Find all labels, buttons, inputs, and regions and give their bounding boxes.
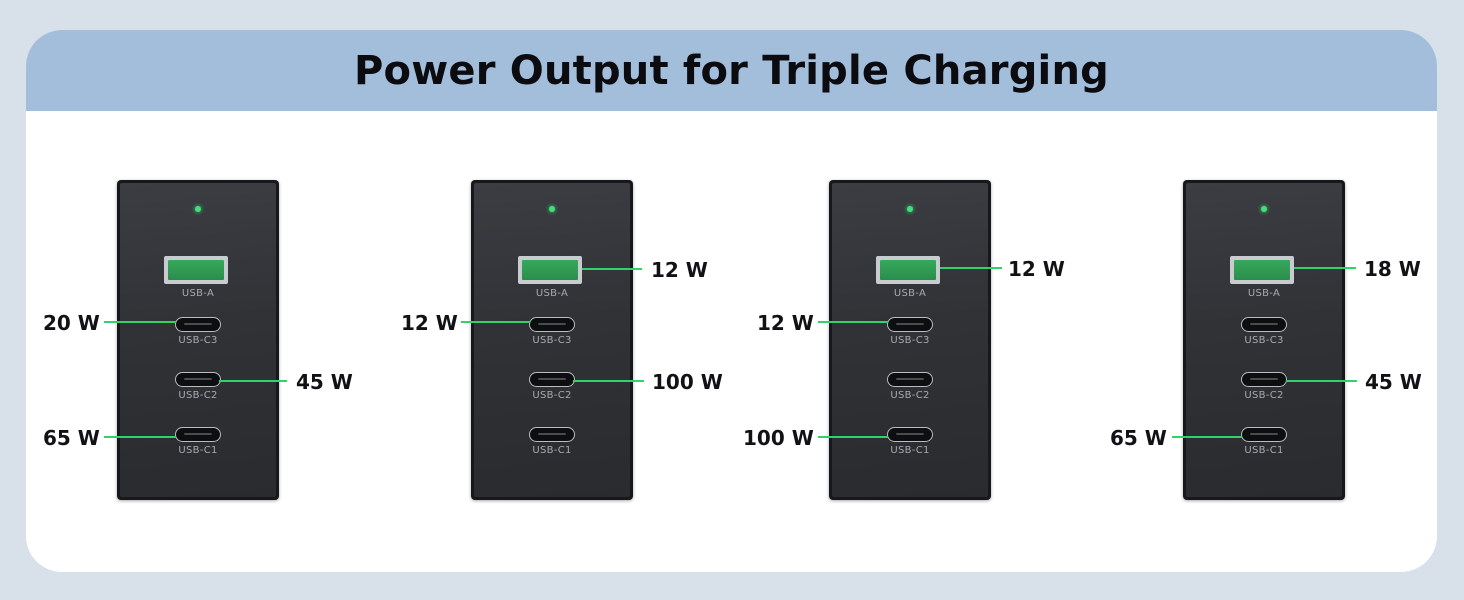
c2-wattage: 100 W [652,370,723,394]
usb-a-port [164,256,228,284]
c3-wattage: 12 W [757,311,814,335]
callout-line [461,321,530,323]
callout-line [573,380,644,382]
c2-wattage: 45 W [1365,370,1422,394]
usba-wattage: 18 W [1364,257,1421,281]
usb-c1-label: USB-C1 [1244,445,1284,456]
callout-line [940,267,1002,269]
usb-c3-port [887,317,933,332]
c1-wattage: 65 W [43,426,100,450]
usb-a-label: USB-A [535,288,569,299]
usb-c3-label: USB-C3 [890,335,930,346]
c1-wattage: 65 W [1110,426,1167,450]
usba-wattage: 12 W [651,258,708,282]
callout-line [582,268,642,270]
header-band: Power Output for Triple Charging [26,30,1437,111]
callout-line [219,380,287,382]
usb-c3-port [529,317,575,332]
status-led-icon [549,206,555,212]
usb-a-port [1230,256,1294,284]
usb-c2-port [175,372,221,387]
usb-c2-label: USB-C2 [1244,390,1284,401]
page-title: Power Output for Triple Charging [354,47,1109,94]
usb-c3-port [175,317,221,332]
callout-line [1172,436,1242,438]
status-led-icon [907,206,913,212]
callout-line [1286,380,1357,382]
usb-c1-label: USB-C1 [890,445,930,456]
status-led-icon [1261,206,1267,212]
callout-line [104,321,176,323]
charger-1: USB-A USB-C3 USB-C2 USB-C1 [117,180,279,500]
usb-a-port [518,256,582,284]
usb-a-port [876,256,940,284]
c3-wattage: 20 W [43,311,100,335]
status-led-icon [195,206,201,212]
callout-line [1294,267,1356,269]
usb-a-label: USB-A [893,288,927,299]
charger-face [832,183,988,497]
c2-wattage: 45 W [296,370,353,394]
usb-c1-label: USB-C1 [532,445,572,456]
usb-c2-label: USB-C2 [178,390,218,401]
usb-c2-label: USB-C2 [890,390,930,401]
charger-face [120,183,276,497]
usb-c1-port [887,427,933,442]
charger-face [474,183,630,497]
usb-c3-label: USB-C3 [1244,335,1284,346]
usb-c3-label: USB-C3 [178,335,218,346]
charger-face [1186,183,1342,497]
c3-wattage: 12 W [401,311,458,335]
usb-c3-port [1241,317,1287,332]
usb-c1-label: USB-C1 [178,445,218,456]
usba-wattage: 12 W [1008,257,1065,281]
usb-c1-port [529,427,575,442]
usb-c1-port [175,427,221,442]
charger-3: USB-A USB-C3 USB-C2 USB-C1 [829,180,991,500]
usb-c2-label: USB-C2 [532,390,572,401]
usb-c2-port [1241,372,1287,387]
usb-a-label: USB-A [1247,288,1281,299]
callout-line [818,321,888,323]
callout-line [104,436,176,438]
usb-c2-port [529,372,575,387]
usb-c2-port [887,372,933,387]
usb-c1-port [1241,427,1287,442]
usb-a-label: USB-A [181,288,215,299]
charger-2: USB-A USB-C3 USB-C2 USB-C1 [471,180,633,500]
c1-wattage: 100 W [743,426,814,450]
usb-c3-label: USB-C3 [532,335,572,346]
charger-4: USB-A USB-C3 USB-C2 USB-C1 [1183,180,1345,500]
callout-line [818,436,888,438]
